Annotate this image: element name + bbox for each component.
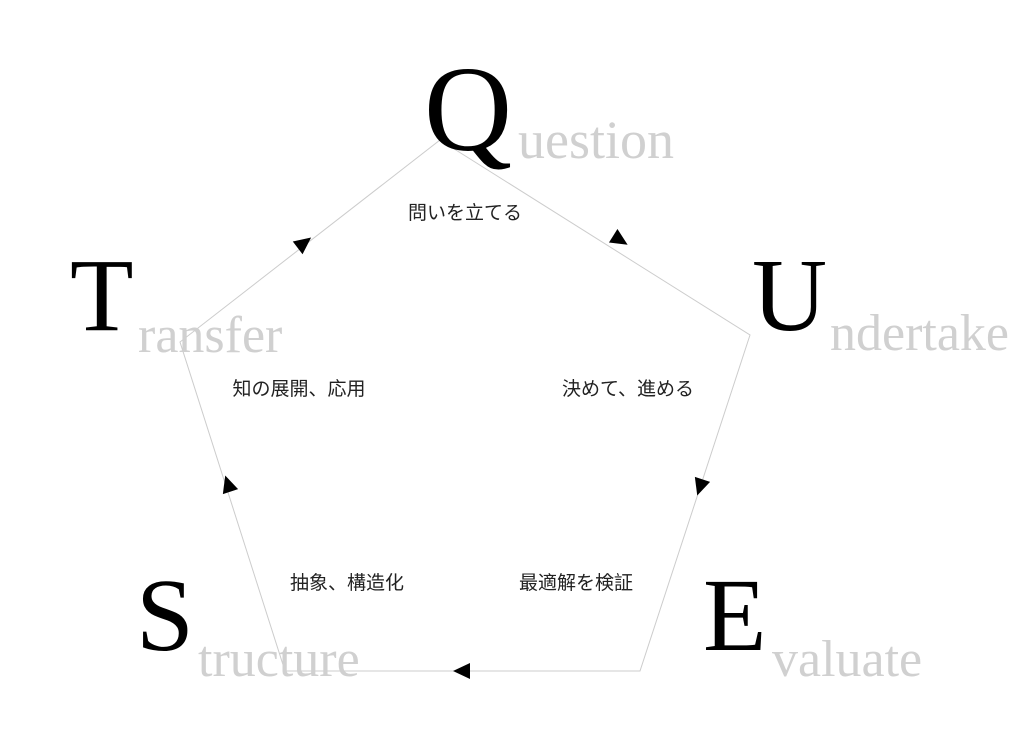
letter-s: S <box>136 558 194 673</box>
word-undertake-rest: ndertake <box>830 305 1009 362</box>
arrow-e-to-s-icon <box>453 663 470 679</box>
word-transfer-rest: ransfer <box>138 307 282 364</box>
letter-e: E <box>703 558 767 673</box>
arrow-t-to-q-icon <box>292 237 312 255</box>
arrow-s-to-t-icon <box>222 475 239 495</box>
letter-t: T <box>70 238 134 353</box>
letter-q: Q <box>424 42 512 177</box>
caption-evaluate: 最適解を検証 <box>519 572 633 594</box>
word-evaluate-rest: valuate <box>772 631 922 688</box>
caption-undertake: 決めて、進める <box>562 378 694 400</box>
word-structure-rest: tructure <box>198 631 360 688</box>
caption-structure: 抽象、構造化 <box>290 572 404 594</box>
arrow-u-to-e-icon <box>694 476 711 496</box>
caption-transfer: 知の展開、応用 <box>232 378 365 400</box>
word-question-rest: uestion <box>518 110 674 170</box>
letter-u: U <box>752 238 827 353</box>
arrow-q-to-u-icon <box>608 228 628 245</box>
caption-question: 問いを立てる <box>408 202 522 224</box>
